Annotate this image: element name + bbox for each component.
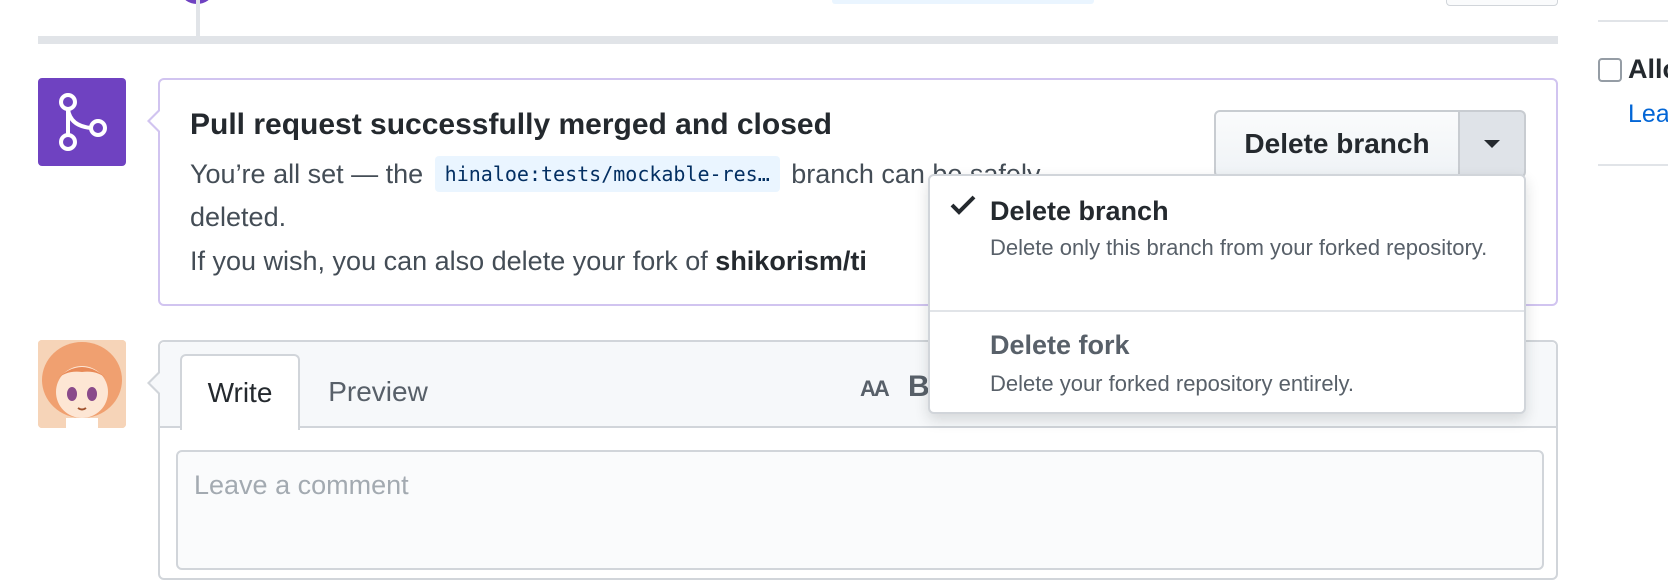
git-merge-icon (59, 93, 107, 151)
menu-item-delete-fork[interactable]: Delete fork Delete your forked repositor… (930, 312, 1524, 414)
delete-options-menu: Delete branch Delete only this branch fr… (928, 174, 1526, 414)
caret-down-icon (1484, 140, 1500, 148)
menu-item-title: Delete branch (990, 196, 1169, 226)
user-avatar-image (38, 340, 126, 428)
merge-message-line-2: deleted. (190, 202, 287, 232)
merge-title: Pull request successfully merged and clo… (190, 108, 832, 141)
button-edge (1446, 0, 1558, 6)
menu-item-delete-branch[interactable]: Delete branch Delete only this branch fr… (930, 176, 1524, 312)
delete-branch-button[interactable]: Delete branch (1214, 110, 1460, 178)
allow-edits-label: Allo (1628, 54, 1668, 84)
delete-options-dropdown-toggle[interactable] (1460, 110, 1526, 178)
avatar[interactable] (38, 340, 126, 428)
branch-name-chip: hinaloe:tests/mockable-res… (434, 156, 780, 192)
check-icon (950, 195, 976, 215)
delete-branch-button-group: Delete branch (1214, 110, 1526, 178)
text-size-icon[interactable]: AA (860, 376, 890, 401)
timeline-line (196, 0, 200, 38)
menu-item-description: Delete your forked repository entirely. (990, 371, 1354, 396)
timeline-divider (38, 36, 1558, 44)
allow-edits-checkbox[interactable] (1598, 58, 1622, 82)
sidebar-divider (1598, 164, 1668, 166)
merge-message-line-1: You’re all set — the hinaloe:tests/mocka… (190, 156, 1040, 192)
merged-badge (38, 78, 126, 166)
sidebar-divider (1598, 20, 1668, 22)
merge-message-line-3: If you wish, you can also delete your fo… (190, 246, 867, 276)
comment-textarea[interactable] (176, 450, 1544, 570)
menu-item-description: Delete only this branch from your forked… (990, 235, 1488, 260)
menu-item-title: Delete fork (990, 330, 1130, 360)
learn-more-link[interactable]: Lea (1628, 100, 1668, 128)
commit-chip-edge (832, 0, 1094, 4)
tab-write[interactable]: Write (180, 354, 300, 430)
fork-repo-name: shikorism/ti (715, 246, 867, 276)
bold-icon[interactable]: B (908, 370, 930, 403)
tab-preview[interactable]: Preview (328, 376, 428, 407)
